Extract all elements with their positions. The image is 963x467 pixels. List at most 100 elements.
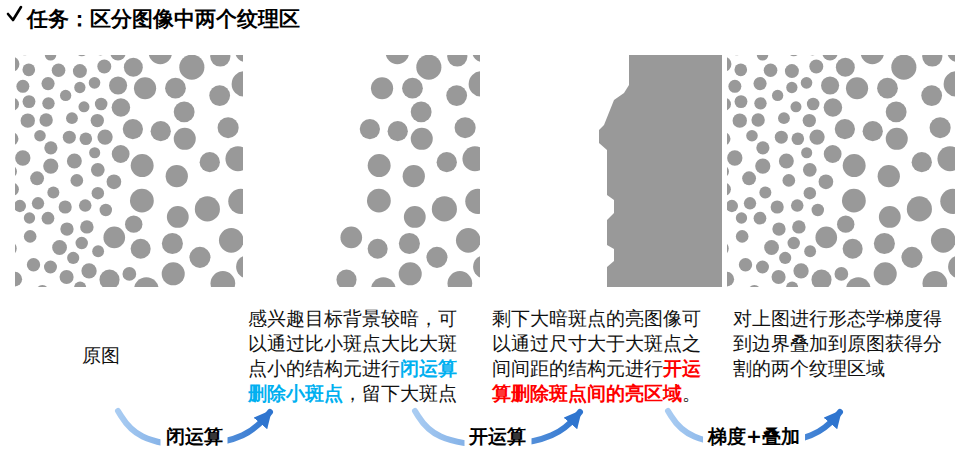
texture-dot — [34, 130, 46, 142]
texture-dot — [97, 60, 111, 74]
texture-dot — [837, 215, 854, 232]
texture-dot — [210, 55, 230, 67]
step-caption: 对上图进行形态学梯度得到边界叠加到原图获得分割的两个纹理区域 — [733, 306, 945, 381]
texture-dot — [843, 239, 863, 259]
texture-dot — [861, 55, 884, 64]
image-step-panel: 感兴趣目标背景较暗，可以通过比小斑点大比大斑点小的结构元进行闭运算删除小斑点，留… — [245, 55, 480, 410]
texture-dot — [15, 272, 22, 287]
texture-dot — [166, 165, 188, 187]
texture-dot — [236, 255, 243, 278]
texture-dot — [787, 55, 800, 56]
texture-dot — [792, 132, 805, 145]
texture-dot — [731, 55, 742, 56]
texture-dot — [879, 206, 901, 228]
texture-dot — [388, 121, 408, 141]
texture-dot — [772, 222, 785, 235]
texture-dot — [803, 163, 817, 177]
texture-dot — [931, 228, 955, 253]
texture-dot — [764, 63, 778, 77]
texture-dot — [67, 154, 82, 169]
texture-dot — [923, 271, 948, 287]
texture-dot — [218, 117, 239, 138]
texture-dot — [835, 119, 855, 139]
texture-dot — [70, 174, 83, 187]
caption-text: 对上图进行形态学梯度得到边界叠加到原图获得分割的两个纹理区域 — [733, 307, 942, 379]
texture-dot — [921, 85, 942, 106]
texture-dot — [22, 64, 35, 77]
step-caption: 原图 — [82, 343, 120, 368]
texture-dot — [368, 239, 388, 259]
texture-dot — [100, 204, 112, 216]
texture-dot — [94, 55, 106, 56]
texture-dot — [759, 187, 771, 199]
texture-dot — [891, 55, 916, 80]
texture-dot — [764, 240, 779, 255]
texture-dot — [360, 119, 380, 139]
texture-dot — [878, 165, 900, 187]
texture-dot — [228, 189, 243, 214]
texture-dot — [733, 113, 747, 127]
texture-dot — [727, 272, 734, 287]
texture-dot — [122, 267, 136, 281]
texture-dot — [739, 258, 752, 271]
texture-dot — [131, 154, 154, 177]
texture-dot — [455, 117, 476, 138]
texture-dot — [81, 263, 96, 278]
texture-dot — [367, 189, 391, 213]
texture-dot — [340, 227, 362, 249]
texture-dot — [801, 147, 812, 158]
texture-dot — [947, 55, 955, 62]
texture-dot — [368, 154, 391, 177]
image-step-panel: 对上图进行形态学梯度得到边界叠加到原图获得分割的两个纹理区域 — [727, 55, 955, 410]
texture-dot — [59, 200, 72, 213]
texture-dot — [448, 271, 473, 287]
texture-dot — [75, 237, 87, 249]
texture-dot — [793, 263, 808, 278]
texture-dot — [727, 150, 742, 165]
texture-dot — [846, 277, 871, 287]
texture-dot — [336, 270, 356, 287]
texture-dot — [149, 55, 172, 64]
texture-dot — [779, 154, 794, 169]
texture-dot — [131, 239, 151, 259]
texture-dot — [371, 77, 393, 99]
opened-image — [599, 55, 722, 287]
texture-dot — [42, 97, 54, 109]
texture-dot — [386, 55, 409, 64]
texture-dot — [940, 189, 955, 214]
texture-dot — [786, 282, 798, 287]
texture-dot — [112, 98, 131, 117]
page-title: 任务：区分图像中两个纹理区 — [27, 5, 300, 33]
texture-dot — [130, 189, 154, 213]
texture-dot — [824, 98, 843, 117]
texture-dot — [225, 146, 243, 171]
texture-dot — [775, 131, 788, 144]
texture-dot — [744, 197, 756, 209]
texture-dot — [52, 240, 67, 255]
texture-dot — [97, 129, 112, 144]
texture-dot — [80, 220, 93, 233]
caption-text: 。 — [682, 382, 701, 404]
texture-dot — [15, 56, 19, 71]
texture-dot — [834, 267, 848, 281]
texture-region — [599, 55, 722, 287]
texture-dot — [877, 78, 898, 99]
texture-dot — [411, 128, 433, 150]
texture-dot — [91, 163, 105, 177]
texture-dot — [47, 187, 59, 199]
texture-dot — [772, 270, 786, 284]
texture-dot — [746, 130, 758, 142]
texture-dot — [15, 150, 30, 165]
texture-dot — [399, 262, 422, 285]
texture-dot — [821, 76, 839, 94]
texture-dot — [944, 71, 955, 96]
texture-dot — [43, 158, 58, 173]
caption-text: ，留下大斑点 — [343, 382, 457, 404]
texture-dot — [728, 80, 741, 93]
texture-dot — [772, 90, 783, 101]
texture-dot — [60, 270, 74, 284]
segmented-image — [727, 55, 955, 287]
texture-dot — [469, 71, 480, 96]
texture-dot — [755, 158, 770, 173]
